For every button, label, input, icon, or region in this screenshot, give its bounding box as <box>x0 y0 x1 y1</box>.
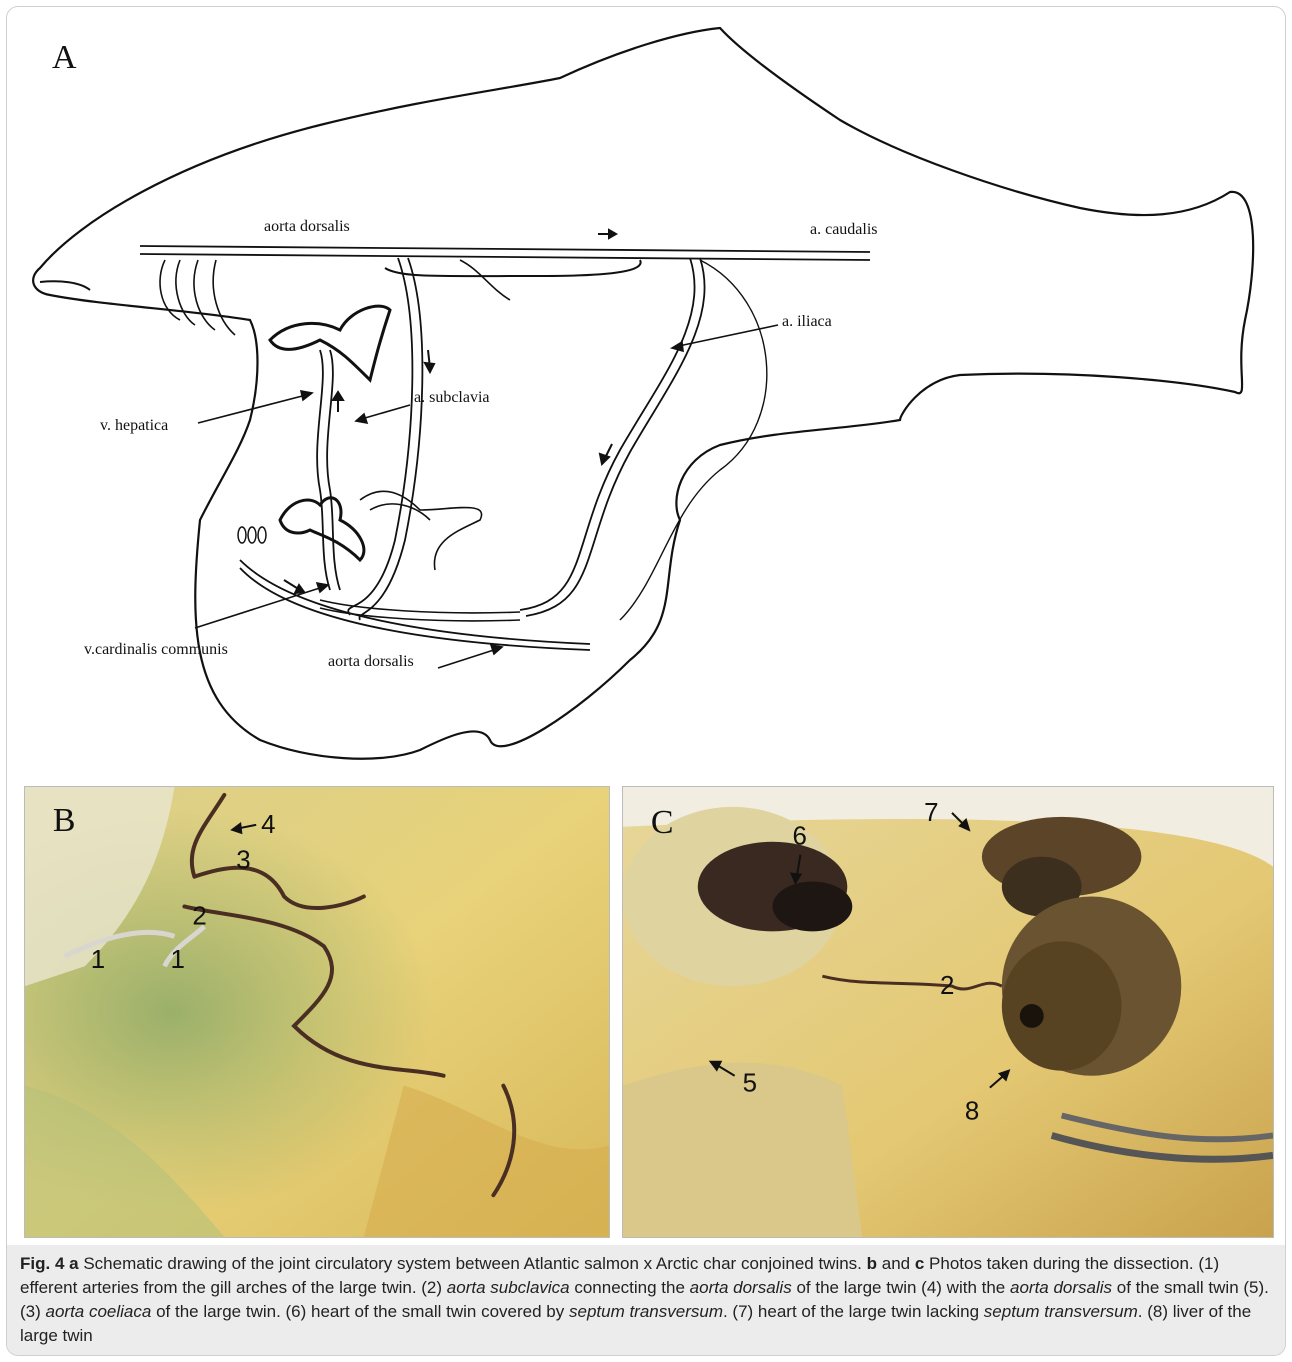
caption-septum-1: septum transversum <box>569 1302 723 1321</box>
panel-b-number-4: 4 <box>261 811 275 839</box>
label-aorta-dorsalis-top: aorta dorsalis <box>264 218 350 235</box>
heart-upper <box>270 306 390 380</box>
label-a-subclavia: a. subclavia <box>414 389 490 406</box>
panel-c-number-5: 5 <box>743 1070 757 1098</box>
panel-b-letter: B <box>53 802 76 839</box>
label-aorta-dorsalis-bottom: aorta dorsalis <box>328 653 414 670</box>
caption-text-7: . (7) heart of the large twin lacking <box>723 1302 984 1321</box>
figure-caption: Fig. 4 a Schematic drawing of the joint … <box>20 1252 1270 1348</box>
caption-fig-number: Fig. 4 <box>20 1254 64 1273</box>
panel-b-number-2: 2 <box>192 902 206 930</box>
panel-a-schematic: A <box>20 20 1272 770</box>
panel-c-number-8: 8 <box>965 1098 979 1126</box>
caption-label-b: b <box>867 1254 877 1273</box>
caption-aorta-dorsalis-1: aorta dorsalis <box>690 1278 792 1297</box>
panel-b-number-1b: 1 <box>171 946 185 974</box>
caption-text-6: of the large twin. (6) heart of the smal… <box>151 1302 569 1321</box>
gill-arches <box>160 260 235 335</box>
a-iliaca-vessel <box>520 258 695 610</box>
caption-aorta-subclavica: aorta subclavica <box>447 1278 570 1297</box>
dissection-photo-b: B 4 3 2 1 1 <box>25 787 609 1237</box>
panel-c-photo: C 6 7 2 5 8 <box>622 786 1274 1238</box>
panel-b-number-3: 3 <box>236 847 250 875</box>
caption-and: and <box>877 1254 915 1273</box>
caption-aorta-dorsalis-2: aorta dorsalis <box>1010 1278 1112 1297</box>
label-a-caudalis: a. caudalis <box>810 221 878 238</box>
label-a-iliaca: a. iliaca <box>782 313 832 330</box>
caption-aorta-coeliaca: aorta coeliaca <box>46 1302 152 1321</box>
panel-c-number-2: 2 <box>940 972 954 1000</box>
label-v-hepatica: v. hepatica <box>100 417 168 434</box>
caption-text-3: connecting the <box>570 1278 690 1297</box>
caption-septum-2: septum transversum <box>984 1302 1138 1321</box>
aorta-dorsalis-vessel <box>140 246 870 252</box>
panel-c-number-7: 7 <box>924 799 938 827</box>
dissection-photo-c: C 6 7 2 5 8 <box>623 787 1273 1237</box>
label-v-cardinalis-communis: v.cardinalis communis <box>84 641 228 658</box>
caption-label-c: c <box>915 1254 924 1273</box>
caption-text-4: of the large twin (4) with the <box>792 1278 1010 1297</box>
panel-a-letter: A <box>52 39 77 76</box>
caption-text-1: Schematic drawing of the joint circulato… <box>79 1254 867 1273</box>
caption-label-a: a <box>69 1254 78 1273</box>
panel-b-photo: B 4 3 2 1 1 <box>24 786 610 1238</box>
label-leader-lines <box>195 325 778 668</box>
panel-b-number-1a: 1 <box>91 946 105 974</box>
fish-schematic-drawing: A <box>20 20 1272 770</box>
panel-c-number-6: 6 <box>792 823 806 851</box>
panel-c-letter: C <box>651 804 674 841</box>
fish-mouth <box>40 281 90 290</box>
